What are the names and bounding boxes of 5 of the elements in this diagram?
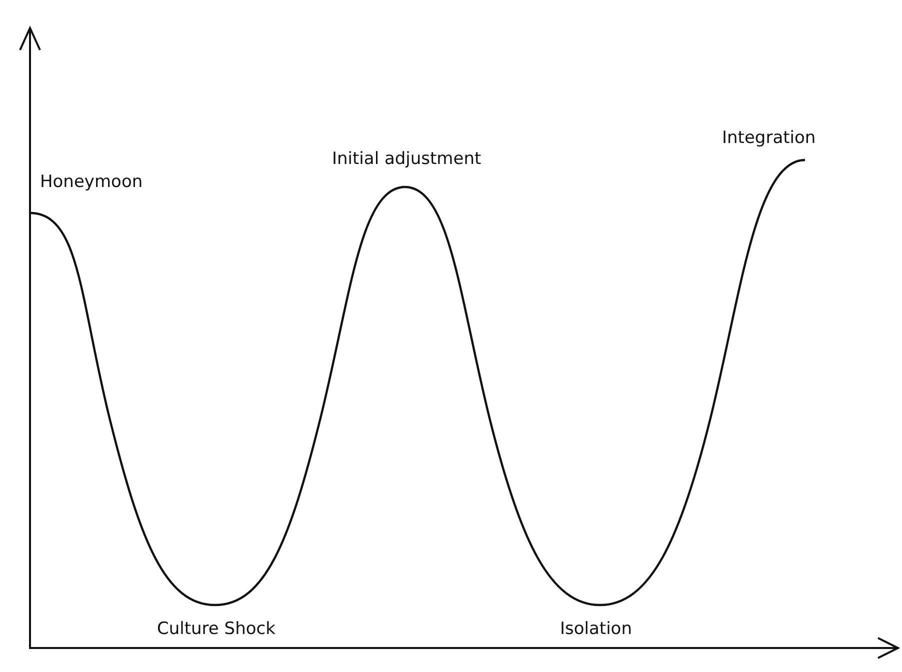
- phase-label: Initial adjustment: [332, 149, 482, 169]
- phase-label: Isolation: [560, 619, 632, 639]
- phase-label: Culture Shock: [157, 619, 276, 639]
- phase-label: Integration: [722, 128, 816, 148]
- phase-label: Honeymoon: [40, 172, 143, 192]
